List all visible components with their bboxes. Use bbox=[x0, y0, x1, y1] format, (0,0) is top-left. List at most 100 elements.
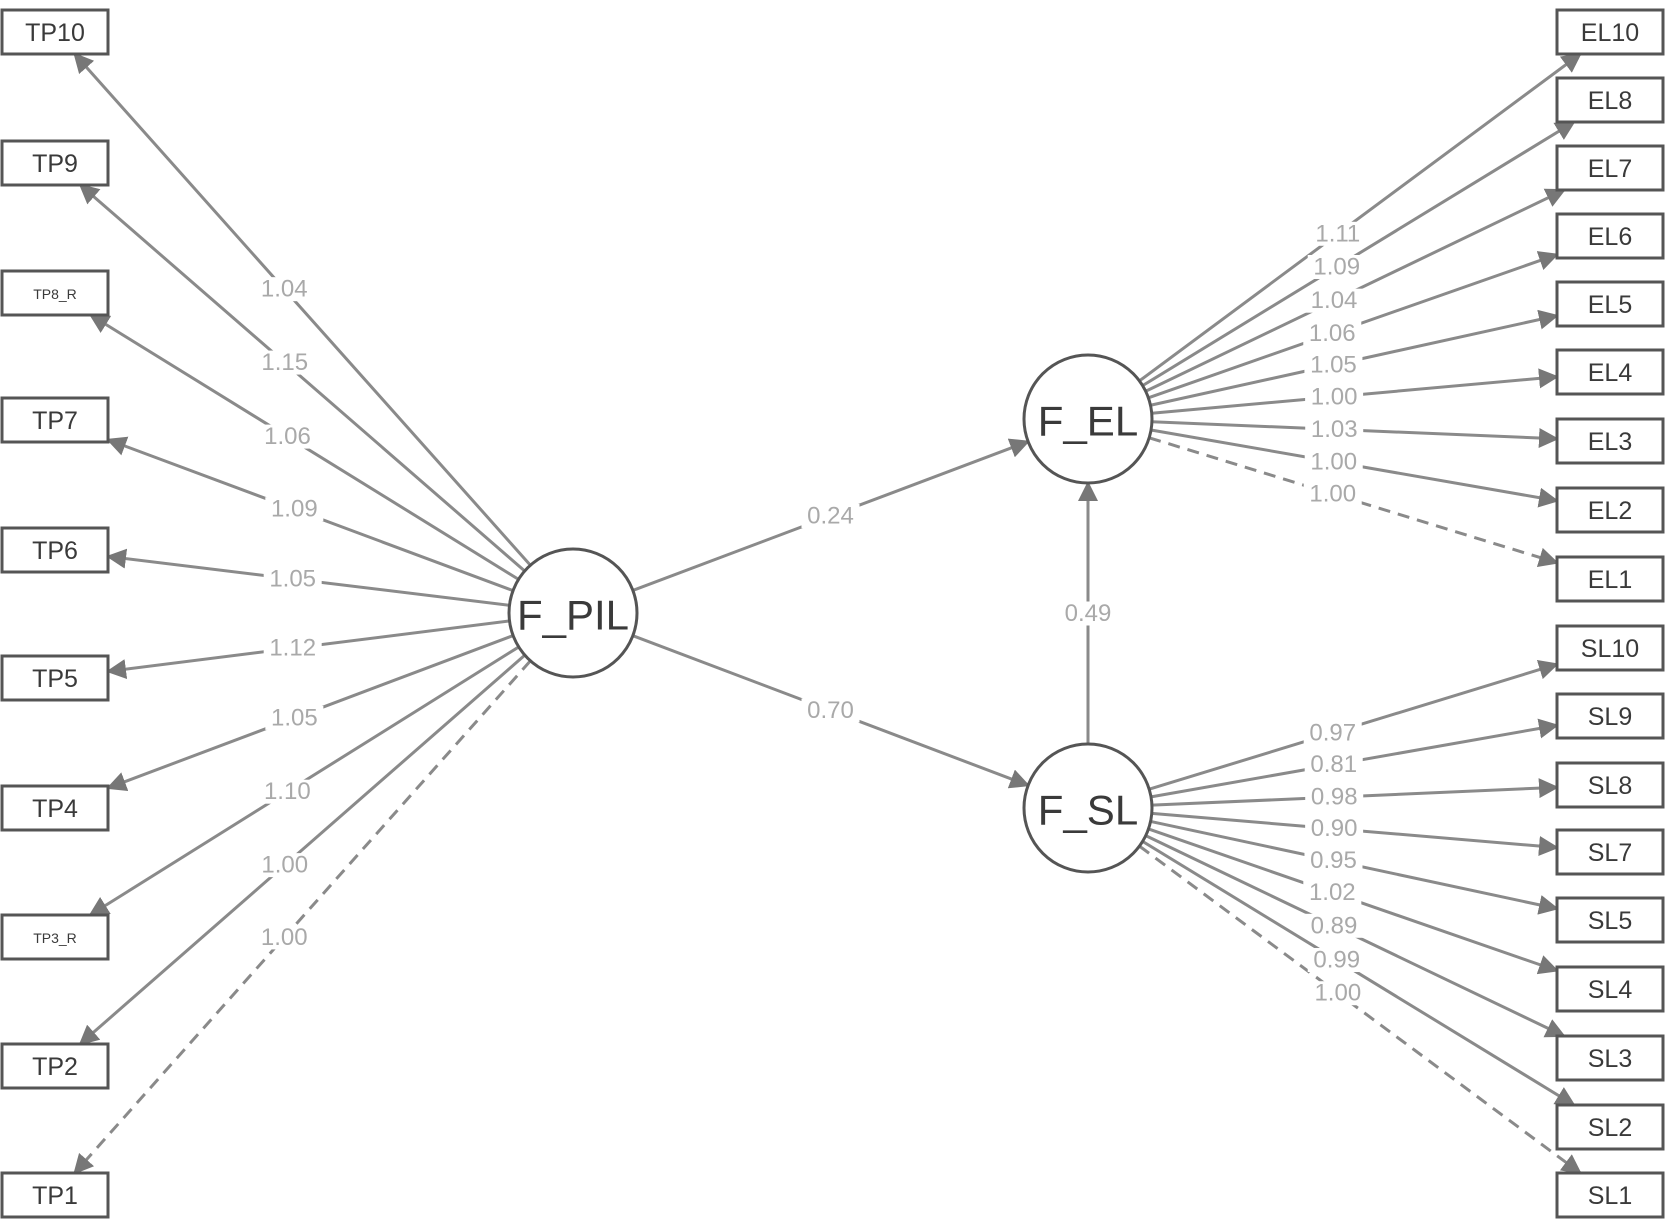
indicator-tp7: TP7 bbox=[0, 396, 110, 444]
indicator-sl7-label: SL7 bbox=[1588, 839, 1632, 867]
coef-sl10-bg bbox=[1303, 720, 1362, 745]
coef-tp7: 1.09 bbox=[271, 496, 318, 523]
coef-tp1: 1.00 bbox=[261, 924, 308, 951]
latent-f-el-circle bbox=[1022, 353, 1154, 485]
coef-el10-bg bbox=[1308, 221, 1367, 246]
indicator-sl7: SL7 bbox=[1555, 828, 1665, 876]
coef-tp2: 1.00 bbox=[261, 852, 308, 879]
indicator-el2-label: EL2 bbox=[1588, 497, 1632, 525]
coef-tp6-bg bbox=[263, 566, 322, 591]
coef-el8-bg bbox=[1307, 254, 1366, 279]
nodes-layer: TP10TP9TP8_RTP7TP6TP5TP4TP3_RTP2TP1EL10E… bbox=[0, 8, 1665, 1219]
latent-f-sl: F_SL bbox=[1022, 742, 1154, 874]
indicator-el4: EL4 bbox=[1555, 348, 1665, 396]
latent-f-pil-label: F_PIL bbox=[517, 592, 629, 639]
coef-tp10-bg bbox=[255, 277, 314, 302]
indicator-tp1: TP1 bbox=[0, 1171, 110, 1219]
latent-f-el: F_EL bbox=[1022, 353, 1154, 485]
indicator-tp8-r: TP8_R bbox=[0, 269, 110, 317]
coef-f-pil-f-el: 0.24 bbox=[807, 503, 854, 530]
indicator-tp2-label: TP2 bbox=[32, 1053, 78, 1081]
coef-tp8-r-bg bbox=[258, 424, 317, 449]
coef-tp2-bg bbox=[255, 853, 314, 878]
indicator-el2: EL2 bbox=[1555, 486, 1665, 534]
indicator-tp4-frame bbox=[0, 784, 110, 832]
coef-tp6: 1.05 bbox=[269, 565, 316, 592]
indicator-sl7-frame bbox=[1555, 828, 1665, 876]
coef-tp1-bg bbox=[255, 925, 314, 950]
indicator-el1: EL1 bbox=[1555, 555, 1665, 603]
coef-sl7-bg bbox=[1305, 816, 1364, 841]
indicator-el1-frame bbox=[1555, 555, 1665, 603]
indicator-sl2-frame bbox=[1555, 1103, 1665, 1151]
coef-el10: 1.11 bbox=[1315, 220, 1360, 247]
indicator-sl10: SL10 bbox=[1555, 624, 1665, 672]
coef-f-pil-f-sl: 0.70 bbox=[807, 697, 854, 724]
coef-tp4: 1.05 bbox=[271, 704, 318, 731]
coef-tp5-bg bbox=[263, 636, 322, 661]
indicator-tp3-r-frame bbox=[0, 913, 110, 961]
coef-sl4-bg bbox=[1303, 880, 1362, 905]
coef-sl4: 1.02 bbox=[1309, 879, 1356, 906]
indicator-sl10-frame bbox=[1555, 624, 1665, 672]
coef-el3: 1.03 bbox=[1311, 416, 1358, 443]
path-f-el-el10 bbox=[1138, 52, 1582, 383]
indicator-sl8: SL8 bbox=[1555, 761, 1665, 809]
path-f-sl-sl2 bbox=[1141, 840, 1576, 1107]
coef-el7-bg bbox=[1305, 288, 1364, 313]
coef-el6-bg bbox=[1303, 321, 1362, 346]
indicator-sl4: SL4 bbox=[1555, 965, 1665, 1013]
indicator-tp7-label: TP7 bbox=[32, 407, 78, 435]
coef-tp10: 1.04 bbox=[261, 276, 308, 303]
coef-el2-bg bbox=[1304, 449, 1363, 474]
indicator-el4-frame bbox=[1555, 348, 1665, 396]
coef-tp9: 1.15 bbox=[261, 349, 308, 376]
indicator-tp5: TP5 bbox=[0, 654, 110, 702]
indicator-sl2-label: SL2 bbox=[1588, 1114, 1632, 1142]
indicator-tp1-frame bbox=[0, 1171, 110, 1219]
indicator-el5: EL5 bbox=[1555, 280, 1665, 328]
latent-f-sl-circle bbox=[1022, 742, 1154, 874]
indicator-tp6: TP6 bbox=[0, 526, 110, 574]
indicator-sl1: SL1 bbox=[1555, 1171, 1665, 1219]
indicator-el7-label: EL7 bbox=[1588, 155, 1632, 183]
coef-tp3-r: 1.10 bbox=[264, 778, 311, 805]
indicator-el8-frame bbox=[1555, 76, 1665, 124]
indicator-tp5-label: TP5 bbox=[32, 665, 78, 693]
indicator-sl9-label: SL9 bbox=[1588, 703, 1632, 731]
latent-f-el-label: F_EL bbox=[1038, 398, 1138, 445]
indicator-sl9-frame bbox=[1555, 692, 1665, 740]
coef-el1: 1.00 bbox=[1309, 481, 1356, 508]
coef-sl7: 0.90 bbox=[1311, 815, 1358, 842]
coef-sl3: 0.89 bbox=[1311, 912, 1358, 939]
indicator-sl3: SL3 bbox=[1555, 1034, 1665, 1082]
indicator-el10: EL10 bbox=[1555, 8, 1665, 56]
coef-sl9-bg bbox=[1304, 752, 1363, 777]
indicator-el3: EL3 bbox=[1555, 417, 1665, 465]
indicator-tp9-label: TP9 bbox=[32, 150, 78, 178]
coef-el4: 1.00 bbox=[1311, 383, 1358, 410]
path-f-pil-tp9 bbox=[78, 183, 526, 573]
indicator-sl10-label: SL10 bbox=[1581, 635, 1639, 663]
path-f-pil-tp10 bbox=[73, 52, 532, 567]
indicator-tp2-frame bbox=[0, 1042, 110, 1090]
indicator-el3-label: EL3 bbox=[1588, 428, 1632, 456]
indicator-sl2: SL2 bbox=[1555, 1103, 1665, 1151]
latent-f-pil-circle bbox=[507, 547, 639, 679]
indicator-el2-frame bbox=[1555, 486, 1665, 534]
coef-f-sl-f-el-bg bbox=[1059, 601, 1117, 626]
indicator-el8: EL8 bbox=[1555, 76, 1665, 124]
indicator-sl9: SL9 bbox=[1555, 692, 1665, 740]
indicator-tp4: TP4 bbox=[0, 784, 110, 832]
indicator-tp8-r-label: TP8_R bbox=[33, 286, 77, 302]
coefficient-labels-layer: 1.041.151.061.091.051.121.051.101.001.00… bbox=[255, 220, 1367, 1007]
indicator-sl1-label: SL1 bbox=[1588, 1182, 1632, 1210]
indicator-tp2: TP2 bbox=[0, 1042, 110, 1090]
coef-sl5: 0.95 bbox=[1310, 847, 1357, 874]
coef-tp9-bg bbox=[255, 350, 314, 375]
indicator-tp8-r-frame bbox=[0, 269, 110, 317]
coef-sl3-bg bbox=[1304, 913, 1363, 938]
coef-sl1: 1.00 bbox=[1314, 980, 1361, 1007]
coef-sl10: 0.97 bbox=[1309, 719, 1356, 746]
